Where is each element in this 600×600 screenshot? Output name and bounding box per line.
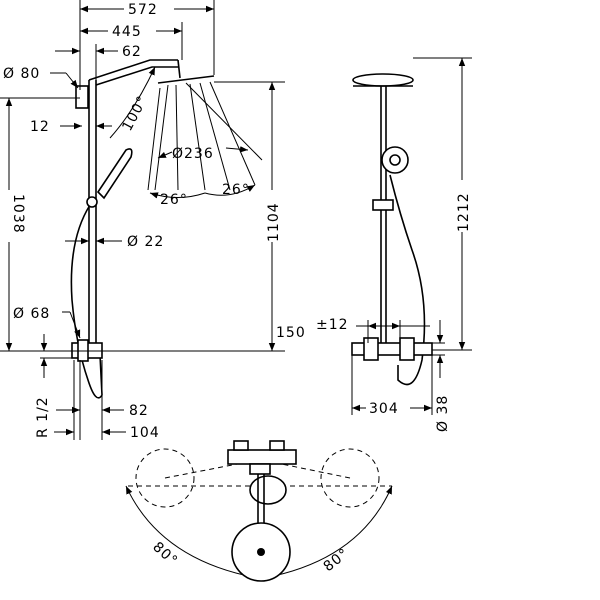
hand-shower-front-inner (389, 154, 401, 166)
spray-line (185, 82, 263, 161)
hand-shower-top (249, 475, 287, 505)
hand-shower (96, 148, 133, 200)
swing-arc-right (263, 485, 393, 579)
thermostat-knob-left (363, 337, 379, 361)
dim-26-right-label: 26° (222, 182, 250, 198)
arc-100deg (109, 66, 156, 139)
slide-holder (86, 196, 98, 208)
dim-445-label: 445 (112, 24, 142, 40)
front-view: 1212 ±12 304 Ø 38 (316, 57, 472, 432)
spray-line (209, 81, 256, 186)
dim-150-label: 150 (276, 325, 306, 341)
head-position-right (320, 448, 380, 508)
dim-line-d236a (157, 151, 173, 159)
label-bg (366, 400, 410, 416)
arc-26-right (204, 184, 256, 196)
leader-d68b (69, 311, 81, 339)
dim-d22-label: Ø 22 (127, 234, 164, 250)
dim-d38-label: Ø 38 (435, 395, 451, 432)
dim-82-label: 82 (129, 403, 149, 419)
dim-r12-label: R 1/2 (35, 396, 51, 438)
dim-26-left-label: 26° (160, 192, 188, 208)
spray-line (154, 84, 169, 191)
dim-104-label: 104 (130, 425, 160, 441)
dim-d68-label: Ø 68 (13, 306, 50, 322)
dim-1212-label: 1212 (456, 192, 472, 232)
dim-304-label: 304 (369, 401, 399, 417)
spray-line (175, 84, 179, 191)
dim-pm12-label: ±12 (316, 317, 349, 333)
angle-right-label: 80° (321, 545, 353, 575)
label-bg (124, 0, 174, 16)
label-bg (455, 180, 471, 232)
dim-1104-label: 1104 (266, 202, 282, 242)
spray-line (147, 87, 161, 191)
head-joint (177, 59, 181, 79)
dim-572-label: 572 (128, 2, 158, 18)
leader-d80b (65, 72, 79, 89)
thermostat-knob-right (399, 337, 415, 361)
head-position-left (135, 448, 195, 508)
label-bg (108, 22, 156, 38)
swing-arc-left (125, 485, 259, 579)
top-view: 80° 80° (125, 440, 393, 582)
dim-1038-label: 1038 (10, 194, 26, 234)
hose-front (389, 174, 426, 386)
label-bg (265, 190, 281, 242)
hose (70, 204, 103, 399)
label-bg (1, 190, 17, 242)
spray-line (189, 83, 206, 191)
wall-bracket-top (75, 85, 89, 109)
overhead-shower-front (352, 73, 414, 87)
mixer-top-knob-left (233, 440, 249, 451)
dim-d80-label: Ø 80 (3, 66, 40, 82)
dim-100deg-label: 100° (119, 93, 151, 134)
spray-line (199, 82, 231, 191)
dim-62-label: 62 (122, 44, 142, 60)
mixer-top-knob-right (269, 440, 285, 451)
overhead-arm (88, 59, 178, 81)
dim-12-label: 12 (30, 119, 50, 135)
arm-position-left (164, 459, 259, 479)
dim-d236-label: Ø236 (172, 146, 214, 162)
dim-line-d236b (225, 146, 249, 153)
slide-holder-front (372, 199, 394, 211)
mixer-top-body (227, 449, 297, 465)
wall-plate-top (249, 463, 271, 475)
overhead-shower-head (157, 75, 215, 84)
head-center-dot (257, 548, 265, 556)
side-view: 572 445 62 Ø 80 100° 12 Ø236 26° 26° (0, 0, 306, 441)
arc-26-left (149, 192, 206, 199)
angle-left-label: 80° (149, 539, 180, 570)
